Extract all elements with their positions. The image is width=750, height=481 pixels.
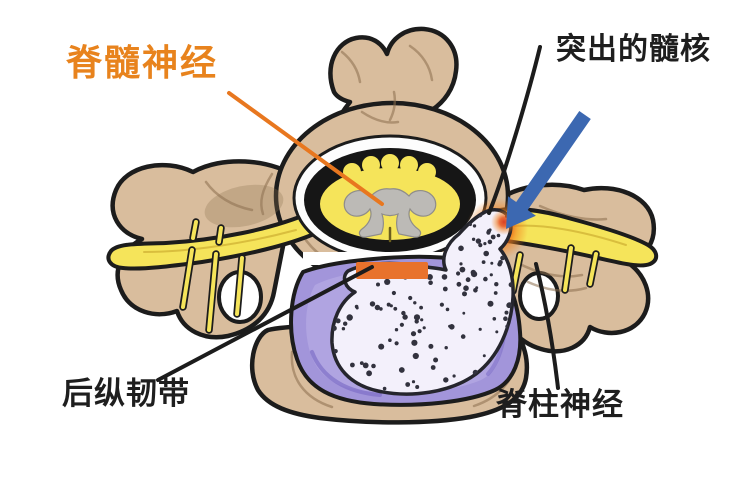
label-spinal-cord-nerve: 脊髓神经 <box>66 43 219 84</box>
left-nerve-branches <box>179 218 246 334</box>
spinal-cord <box>320 154 460 243</box>
leader-line-spinal-cord-nerve <box>227 91 384 206</box>
label-protruding-nucleus: 突出的髓核 <box>556 32 711 67</box>
leader-line-posterior-ligament <box>156 265 374 382</box>
herniated-nucleus-pulposus <box>330 208 515 396</box>
label-posterior-longitudinal-ligament: 后纵韧带 <box>62 376 190 412</box>
leader-line-protruding-nucleus <box>487 45 542 215</box>
nucleus-speckles <box>331 211 514 393</box>
gray-matter-butterfly <box>343 188 437 238</box>
leader-line-spinal-nerve <box>534 262 560 390</box>
pressure-arrow-icon <box>506 111 591 229</box>
label-spinal-nerve: 脊柱神经 <box>496 387 624 423</box>
ligament-marker-bar <box>356 262 428 279</box>
